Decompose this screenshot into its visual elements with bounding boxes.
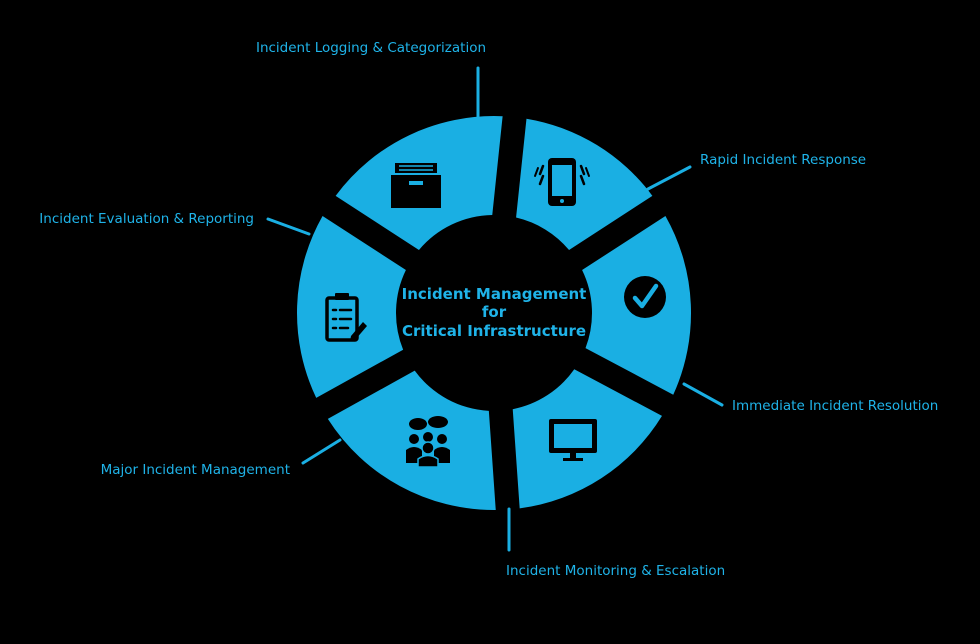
team-discussion-icon bbox=[406, 416, 450, 468]
smartphone-vibrate-icon bbox=[534, 158, 590, 206]
label-rapid-incident-response: Rapid Incident Response bbox=[700, 152, 866, 168]
clipboard-checklist-icon bbox=[325, 293, 367, 342]
label-incident-monitoring-escalation: Incident Monitoring & Escalation bbox=[506, 563, 725, 579]
leader-line-immediate-incident-resolution bbox=[682, 382, 724, 407]
file-cabinet-icon bbox=[391, 163, 441, 208]
leader-lines bbox=[266, 66, 724, 552]
label-immediate-incident-resolution: Immediate Incident Resolution bbox=[732, 398, 938, 414]
center-title-line-3: Critical Infrastructure bbox=[402, 322, 586, 340]
checkmark-circle-icon bbox=[624, 276, 666, 318]
center-title-line-1: Incident Management bbox=[402, 285, 587, 303]
leader-line-rapid-incident-response bbox=[646, 165, 692, 191]
segment-incident-evaluation-reporting bbox=[297, 215, 406, 398]
monitor-icon bbox=[549, 419, 597, 461]
leader-line-incident-evaluation-reporting bbox=[266, 217, 311, 236]
leader-line-major-incident-management bbox=[301, 438, 342, 465]
center-title-line-2: for bbox=[482, 303, 507, 321]
label-major-incident-management: Major Incident Management bbox=[101, 462, 290, 478]
label-incident-logging-categorization: Incident Logging & Categorization bbox=[256, 40, 486, 56]
label-incident-evaluation-reporting: Incident Evaluation & Reporting bbox=[39, 211, 254, 227]
